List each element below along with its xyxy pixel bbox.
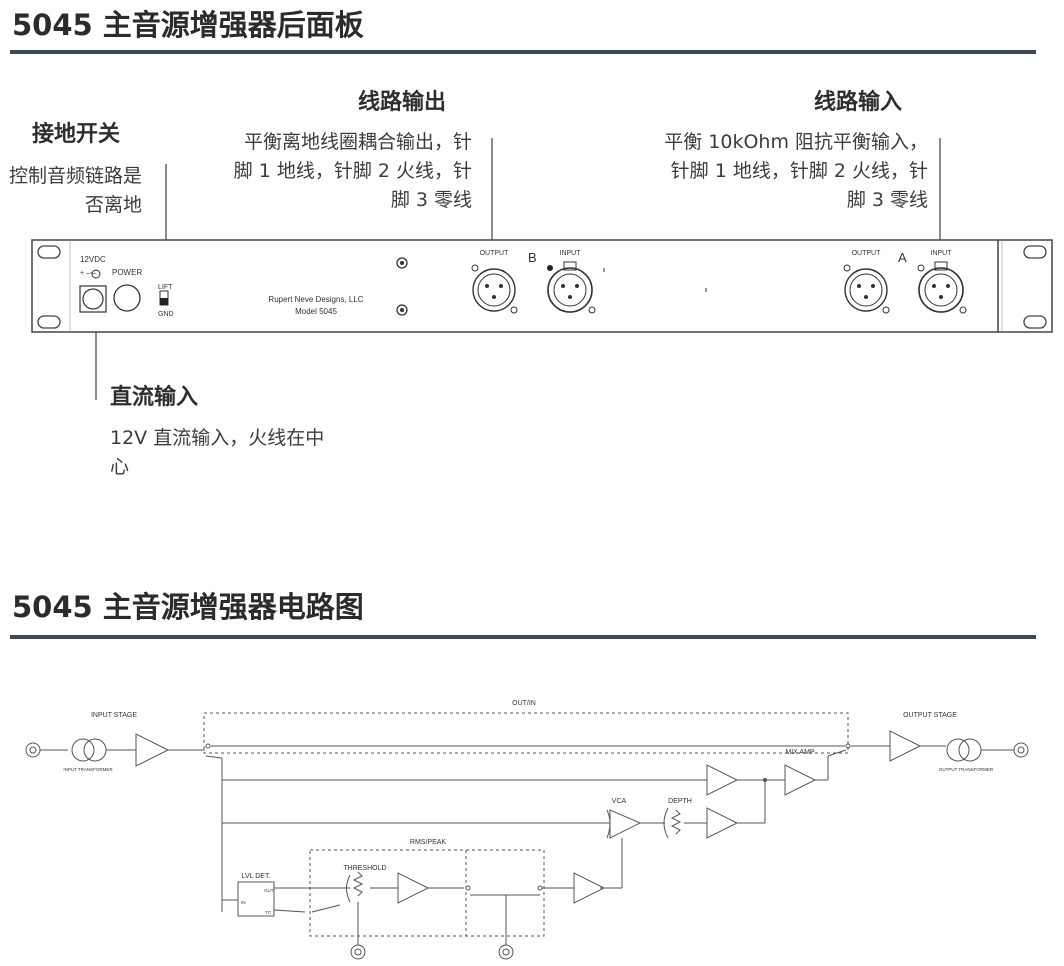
line-output-desc: 平衡离地线圈耦合输出，针脚 1 地线，针脚 2 火线，针脚 3 零线 [233, 131, 472, 211]
det-tc-label: TC [265, 910, 272, 915]
vca-label: VCA [612, 798, 627, 805]
maker-label: Rupert Neve Designs, LLC [268, 295, 363, 304]
channel-b-label: B [528, 250, 537, 265]
screw-icon [396, 257, 408, 269]
dc-input-title: 直流输入 [110, 385, 199, 410]
input-stage-label: INPUT STAGE [91, 712, 137, 719]
rear-panel-title-rule [10, 50, 1036, 54]
rear-panel-drawing: 12VDC + –◦– POWER LIFT GND Rupert Neve D… [31, 138, 1053, 400]
rear-panel-title: 5045 主音源增强器后面板 [12, 8, 364, 42]
ground-switch-title: 接地开关 [32, 122, 121, 147]
out-in-label: OUT/IN [512, 700, 536, 707]
line-input-desc: 平衡 10kOhm 阻抗平衡输入，针脚 1 地线，针脚 2 火线，针脚 3 零线 [664, 131, 928, 211]
channel-a-label: A [898, 250, 907, 265]
rms-peak-label: RMS/PEAK [410, 839, 447, 846]
input-b-label: INPUT [560, 250, 582, 257]
xlr-output-a-icon[interactable] [843, 264, 890, 314]
xlr-output-b-icon[interactable] [471, 264, 518, 314]
lvl-det-label: LVL DET. [242, 873, 271, 880]
rack-slot-icon [37, 245, 61, 259]
polarity-symbol: + –◦– [80, 270, 96, 277]
rack-slot-icon [37, 315, 61, 329]
threshold-label: THRESHOLD [343, 865, 386, 872]
power-label: POWER [112, 268, 142, 277]
xlr-input-b-icon[interactable] [547, 261, 596, 314]
input-transformer-label: INPUT TRANSFORMER [63, 767, 113, 772]
gnd-label: GND [158, 311, 174, 318]
output-stage-label: OUTPUT STAGE [903, 712, 957, 719]
model-label: Model 5045 [295, 307, 337, 316]
lift-label: LIFT [158, 284, 173, 291]
input-a-label: INPUT [931, 250, 953, 257]
det-in-label: IN [241, 900, 246, 905]
rack-slot-icon [1023, 315, 1047, 329]
dc-input-desc: 12V 直流输入，火线在中心 [110, 427, 325, 478]
output-a-label: OUTPUT [852, 250, 882, 257]
ground-switch-desc: 控制音频链路是否离地 [8, 165, 142, 216]
det-out-label: OUT [264, 888, 274, 893]
circuit-title: 5045 主音源增强器电路图 [12, 590, 364, 624]
line-output-title: 线路输出 [358, 90, 447, 115]
circuit-title-rule [10, 635, 1036, 639]
mix-amp-label: MIX AMP [785, 749, 815, 756]
dc-jack-icon[interactable] [79, 285, 107, 313]
line-input-title: 线路输入 [814, 90, 903, 115]
xlr-input-a-icon[interactable] [917, 261, 967, 314]
power-switch[interactable] [113, 284, 141, 312]
output-b-label: OUTPUT [480, 250, 510, 257]
rack-slot-icon [1023, 245, 1047, 259]
screw-icon [396, 304, 408, 316]
dc-rating-label: 12VDC [80, 255, 106, 264]
output-transformer-label: OUTPUT TRANSFORMER [939, 767, 994, 772]
depth-label: DEPTH [668, 798, 692, 805]
